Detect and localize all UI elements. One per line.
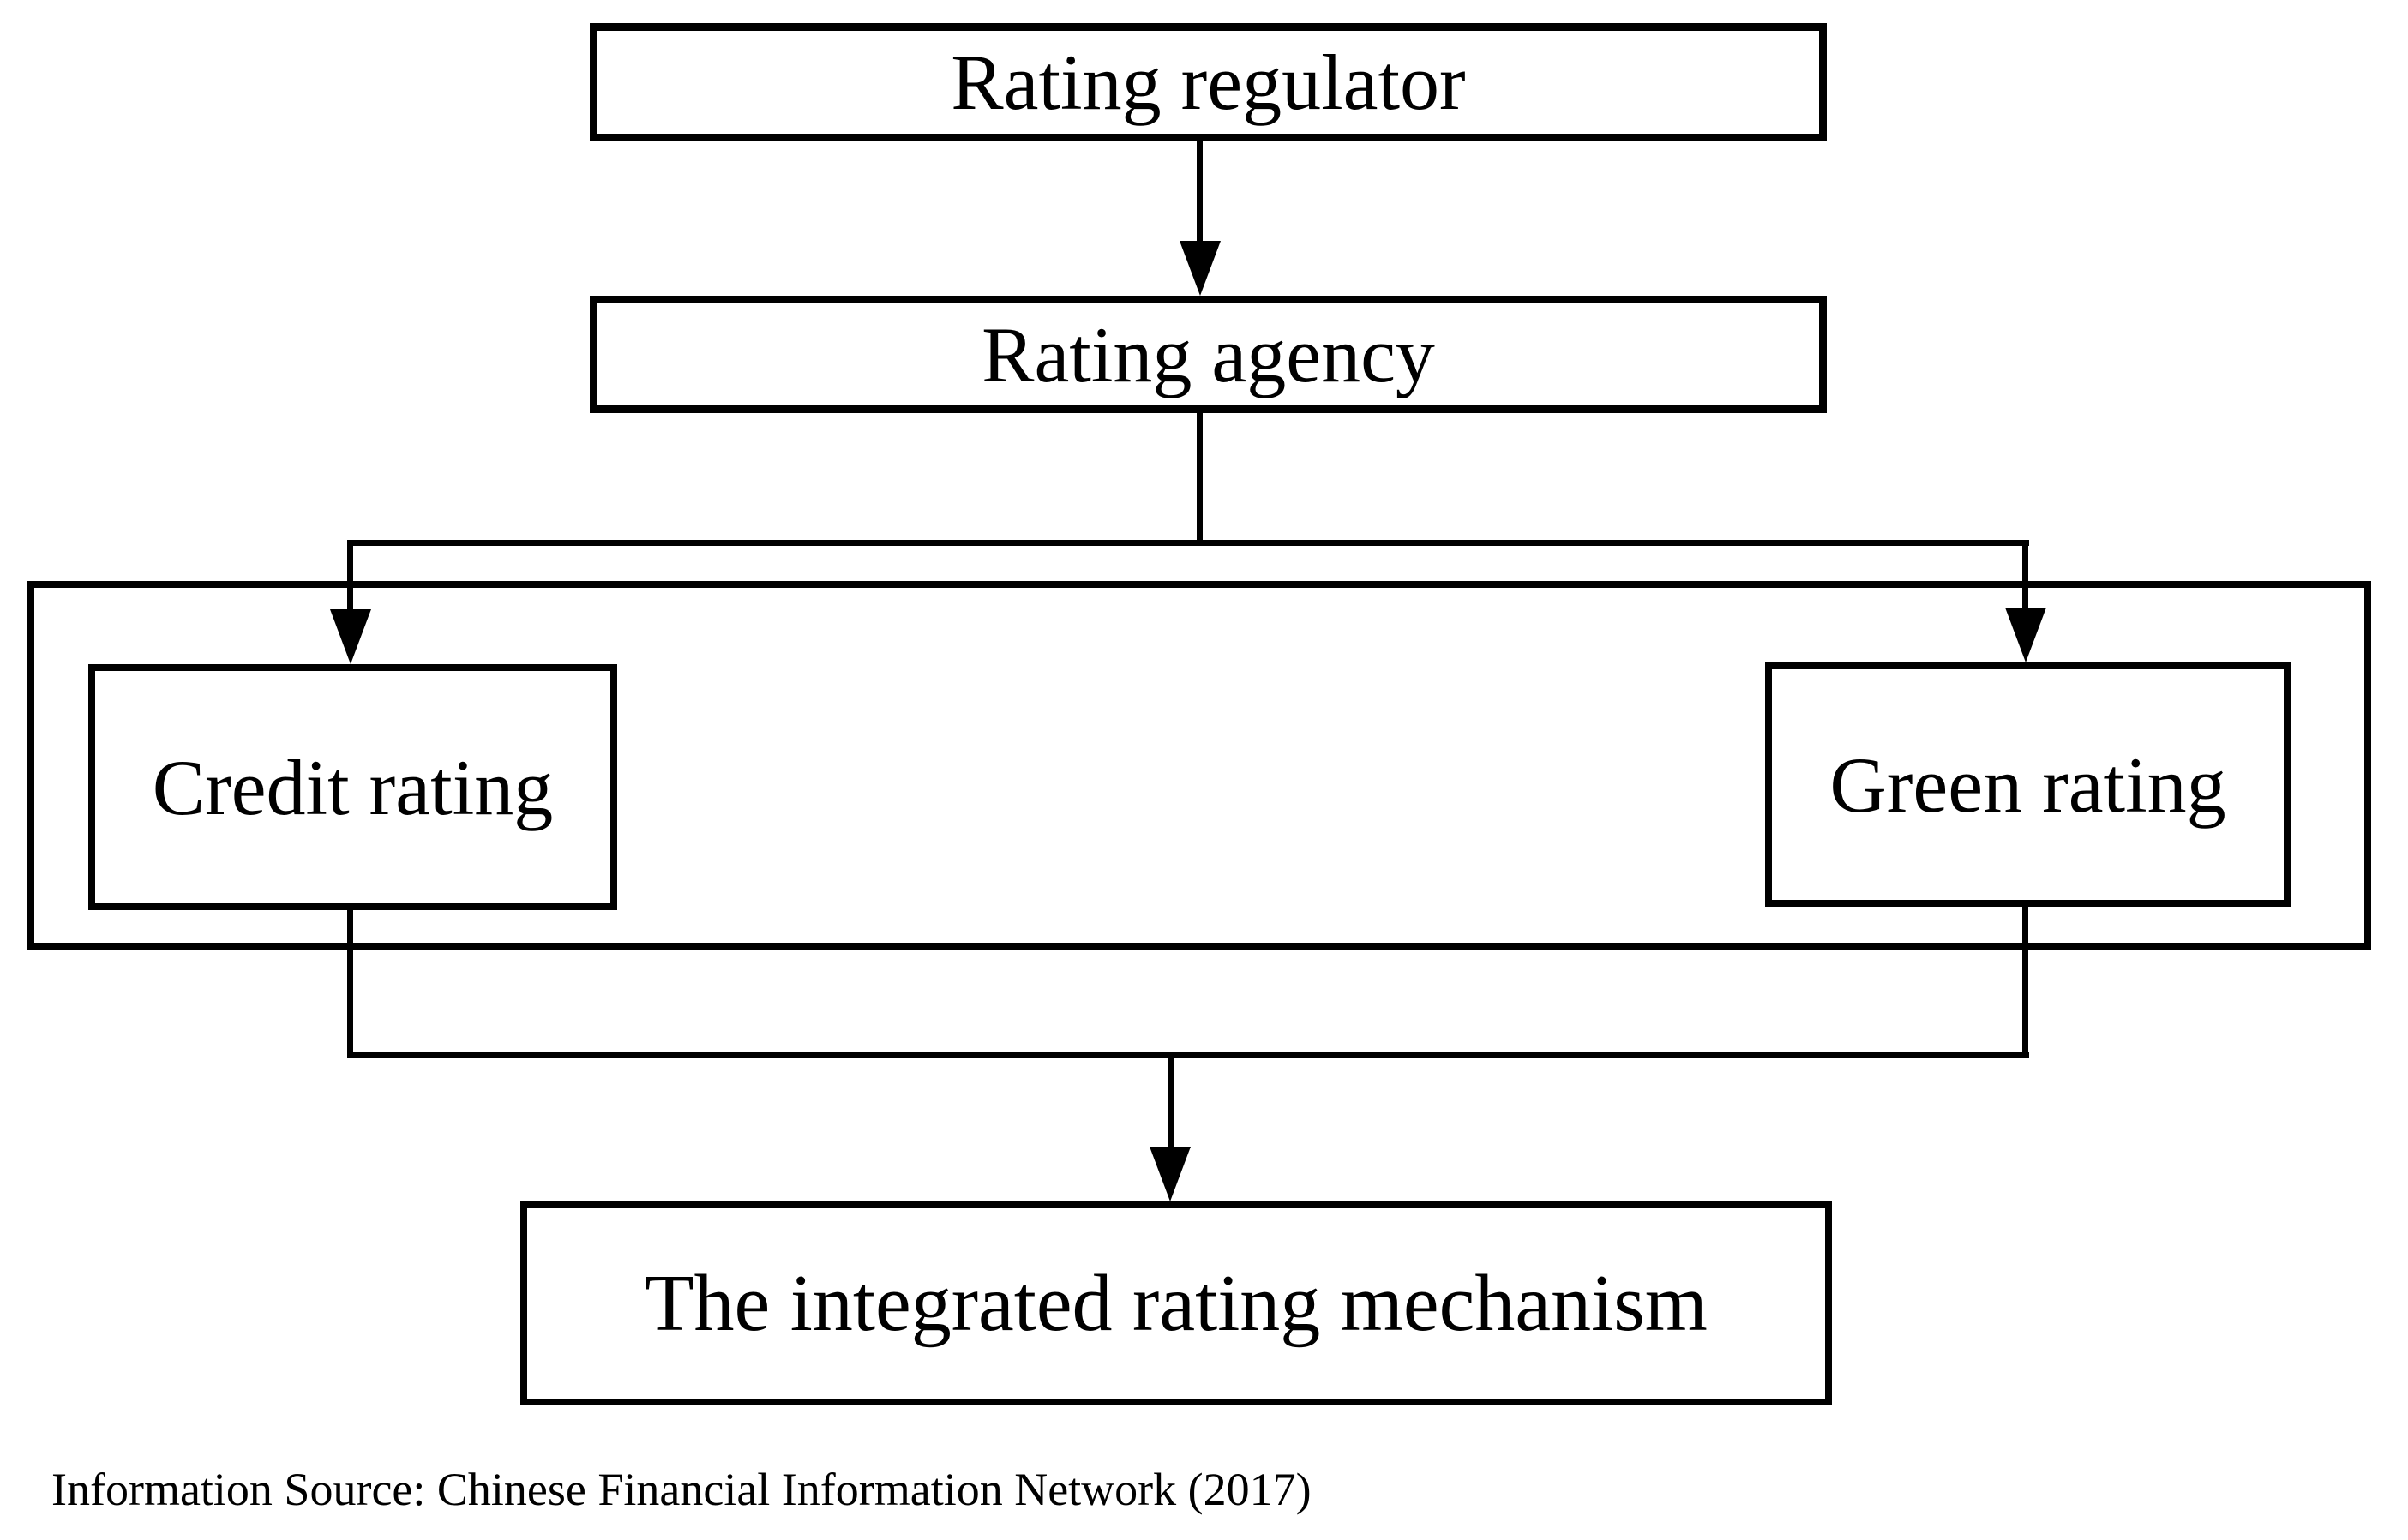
connector-regulator-agency-stem [1197,140,1203,244]
connector-branch-green-stem [2022,543,2028,610]
node-rating-agency: Rating agency [590,296,1827,413]
arrowhead-down-icon [1180,241,1221,296]
connector-branch-credit-stem [347,543,353,612]
connector-agency-branch-stem [1197,411,1203,546]
node-green-rating: Green rating [1765,662,2291,907]
connector-converge-horizontal [347,1052,2029,1058]
node-credit-rating: Credit rating [88,664,617,910]
node-green-rating-label: Green rating [1829,740,2226,829]
arrowhead-down-icon [1150,1147,1191,1201]
node-credit-rating-label: Credit rating [152,743,554,831]
connector-green-converge-stem [2022,905,2028,1058]
arrowhead-down-icon [330,609,371,664]
connector-credit-converge-stem [347,908,353,1058]
information-source-caption: Information Source: Chinese Financial In… [51,1464,1312,1515]
connector-branch-horizontal [347,540,2029,546]
node-rating-agency-label: Rating agency [982,310,1435,398]
node-integrated-rating-mechanism: The integrated rating mechanism [520,1201,1832,1405]
node-rating-regulator: Rating regulator [590,23,1827,141]
node-rating-regulator-label: Rating regulator [951,39,1466,126]
ratings-container-frame [27,581,2371,950]
arrowhead-down-icon [2005,608,2046,662]
node-integrated-rating-mechanism-label: The integrated rating mechanism [645,1259,1708,1348]
connector-converge-integrated-stem [1168,1056,1174,1150]
